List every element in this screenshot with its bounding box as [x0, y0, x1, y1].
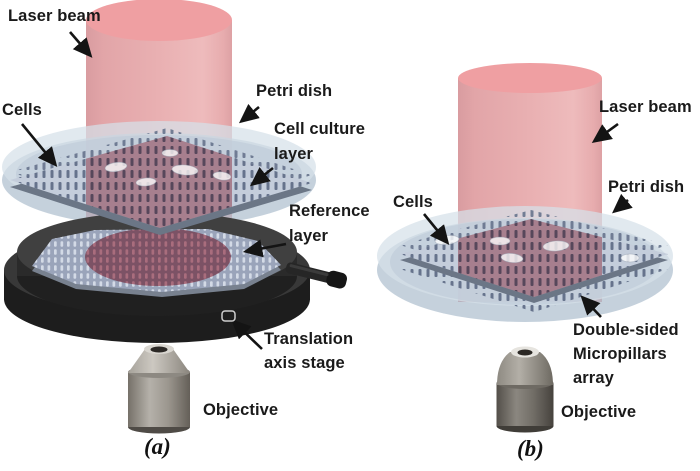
label-translation-stage-line2: axis stage — [264, 354, 345, 372]
label-reference-layer-line2: layer — [289, 227, 329, 245]
label-objective-a: Objective — [203, 401, 279, 419]
label-cell-culture-layer-line1: Cell culture — [274, 120, 366, 138]
label-reference-layer-line1: Reference — [289, 202, 370, 220]
label-double-sided-line1: Double-sided — [573, 321, 679, 339]
arrow-reference-layer — [242, 239, 287, 258]
label-petri-dish-b: Petri dish — [608, 178, 685, 196]
arrow-cells-a — [20, 123, 58, 168]
micropillar-array-b — [400, 210, 668, 312]
arrow-petri-dish-a — [238, 103, 260, 124]
caption-panel-a: (a) — [144, 434, 171, 459]
stage-knob — [285, 262, 348, 289]
arrow-translation-stage — [231, 319, 263, 350]
arrow-cell-culture-layer — [249, 166, 274, 187]
micropillar-array-a — [10, 128, 312, 235]
label-translation-stage-line1: Translation — [264, 330, 354, 348]
label-cells-b: Cells — [393, 193, 433, 211]
label-petri-dish-a: Petri dish — [256, 82, 333, 100]
arrow-cells-b — [422, 213, 450, 246]
label-cells-a: Cells — [2, 101, 42, 119]
label-laser-beam-a: Laser beam — [8, 7, 101, 25]
label-objective-b: Objective — [561, 403, 637, 421]
arrow-laser-beam-b — [591, 122, 619, 144]
panel-a-illustration — [2, 0, 348, 434]
cells-a — [104, 149, 232, 187]
arrow-laser-beam-a — [69, 31, 93, 58]
label-double-sided-line2: Micropillars — [573, 345, 667, 363]
label-cell-culture-layer-line2: layer — [274, 145, 314, 163]
annotation-arrows-b — [422, 122, 633, 318]
label-double-sided-line3: array — [573, 369, 614, 387]
arrow-double-sided-array — [580, 295, 602, 318]
arrow-petri-dish-b — [612, 193, 633, 214]
stage-screw-highlight — [221, 310, 236, 322]
reference-layer-plate — [32, 229, 281, 297]
label-laser-beam-b: Laser beam — [599, 98, 692, 116]
objective-a — [128, 344, 190, 434]
caption-panel-b: (b) — [517, 436, 544, 461]
panel-b-illustration — [377, 63, 673, 433]
objective-b — [496, 346, 554, 433]
annotation-arrows-a — [20, 31, 287, 350]
